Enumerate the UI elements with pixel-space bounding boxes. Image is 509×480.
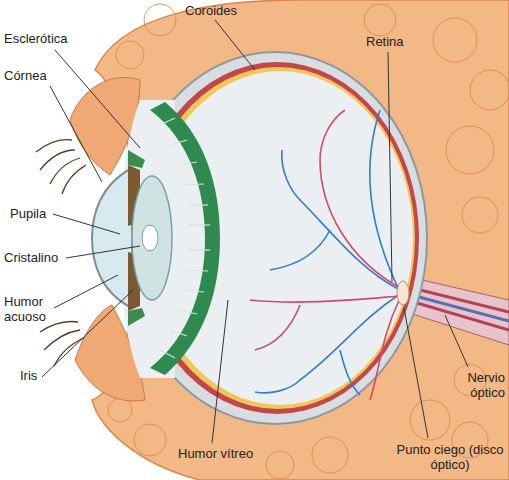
part-label: Retina <box>366 34 404 49</box>
sclera <box>123 52 427 424</box>
part-label: Coroides <box>185 3 237 18</box>
part-label: Nervio óptico <box>447 370 505 400</box>
part-label: Córnea <box>4 68 47 83</box>
orbit-tissue <box>92 0 509 480</box>
leader-lines <box>42 20 468 443</box>
tissue-texture <box>108 4 509 479</box>
part-label: Iris <box>20 368 37 383</box>
retina <box>141 67 415 409</box>
part-label: Cristalino <box>4 250 58 265</box>
part-label: Punto ciego (disco óptico) <box>395 442 505 472</box>
part-label: Esclerótica <box>4 31 68 46</box>
choroid <box>135 62 419 414</box>
cornea <box>92 168 132 308</box>
part-label: Pupila <box>10 206 46 221</box>
retinal-vessels <box>250 110 400 400</box>
part-label: Humor vítreo <box>178 446 253 461</box>
vitreous-humor <box>147 71 413 405</box>
part-label: Humor acuoso <box>4 294 60 324</box>
lens <box>132 176 172 300</box>
